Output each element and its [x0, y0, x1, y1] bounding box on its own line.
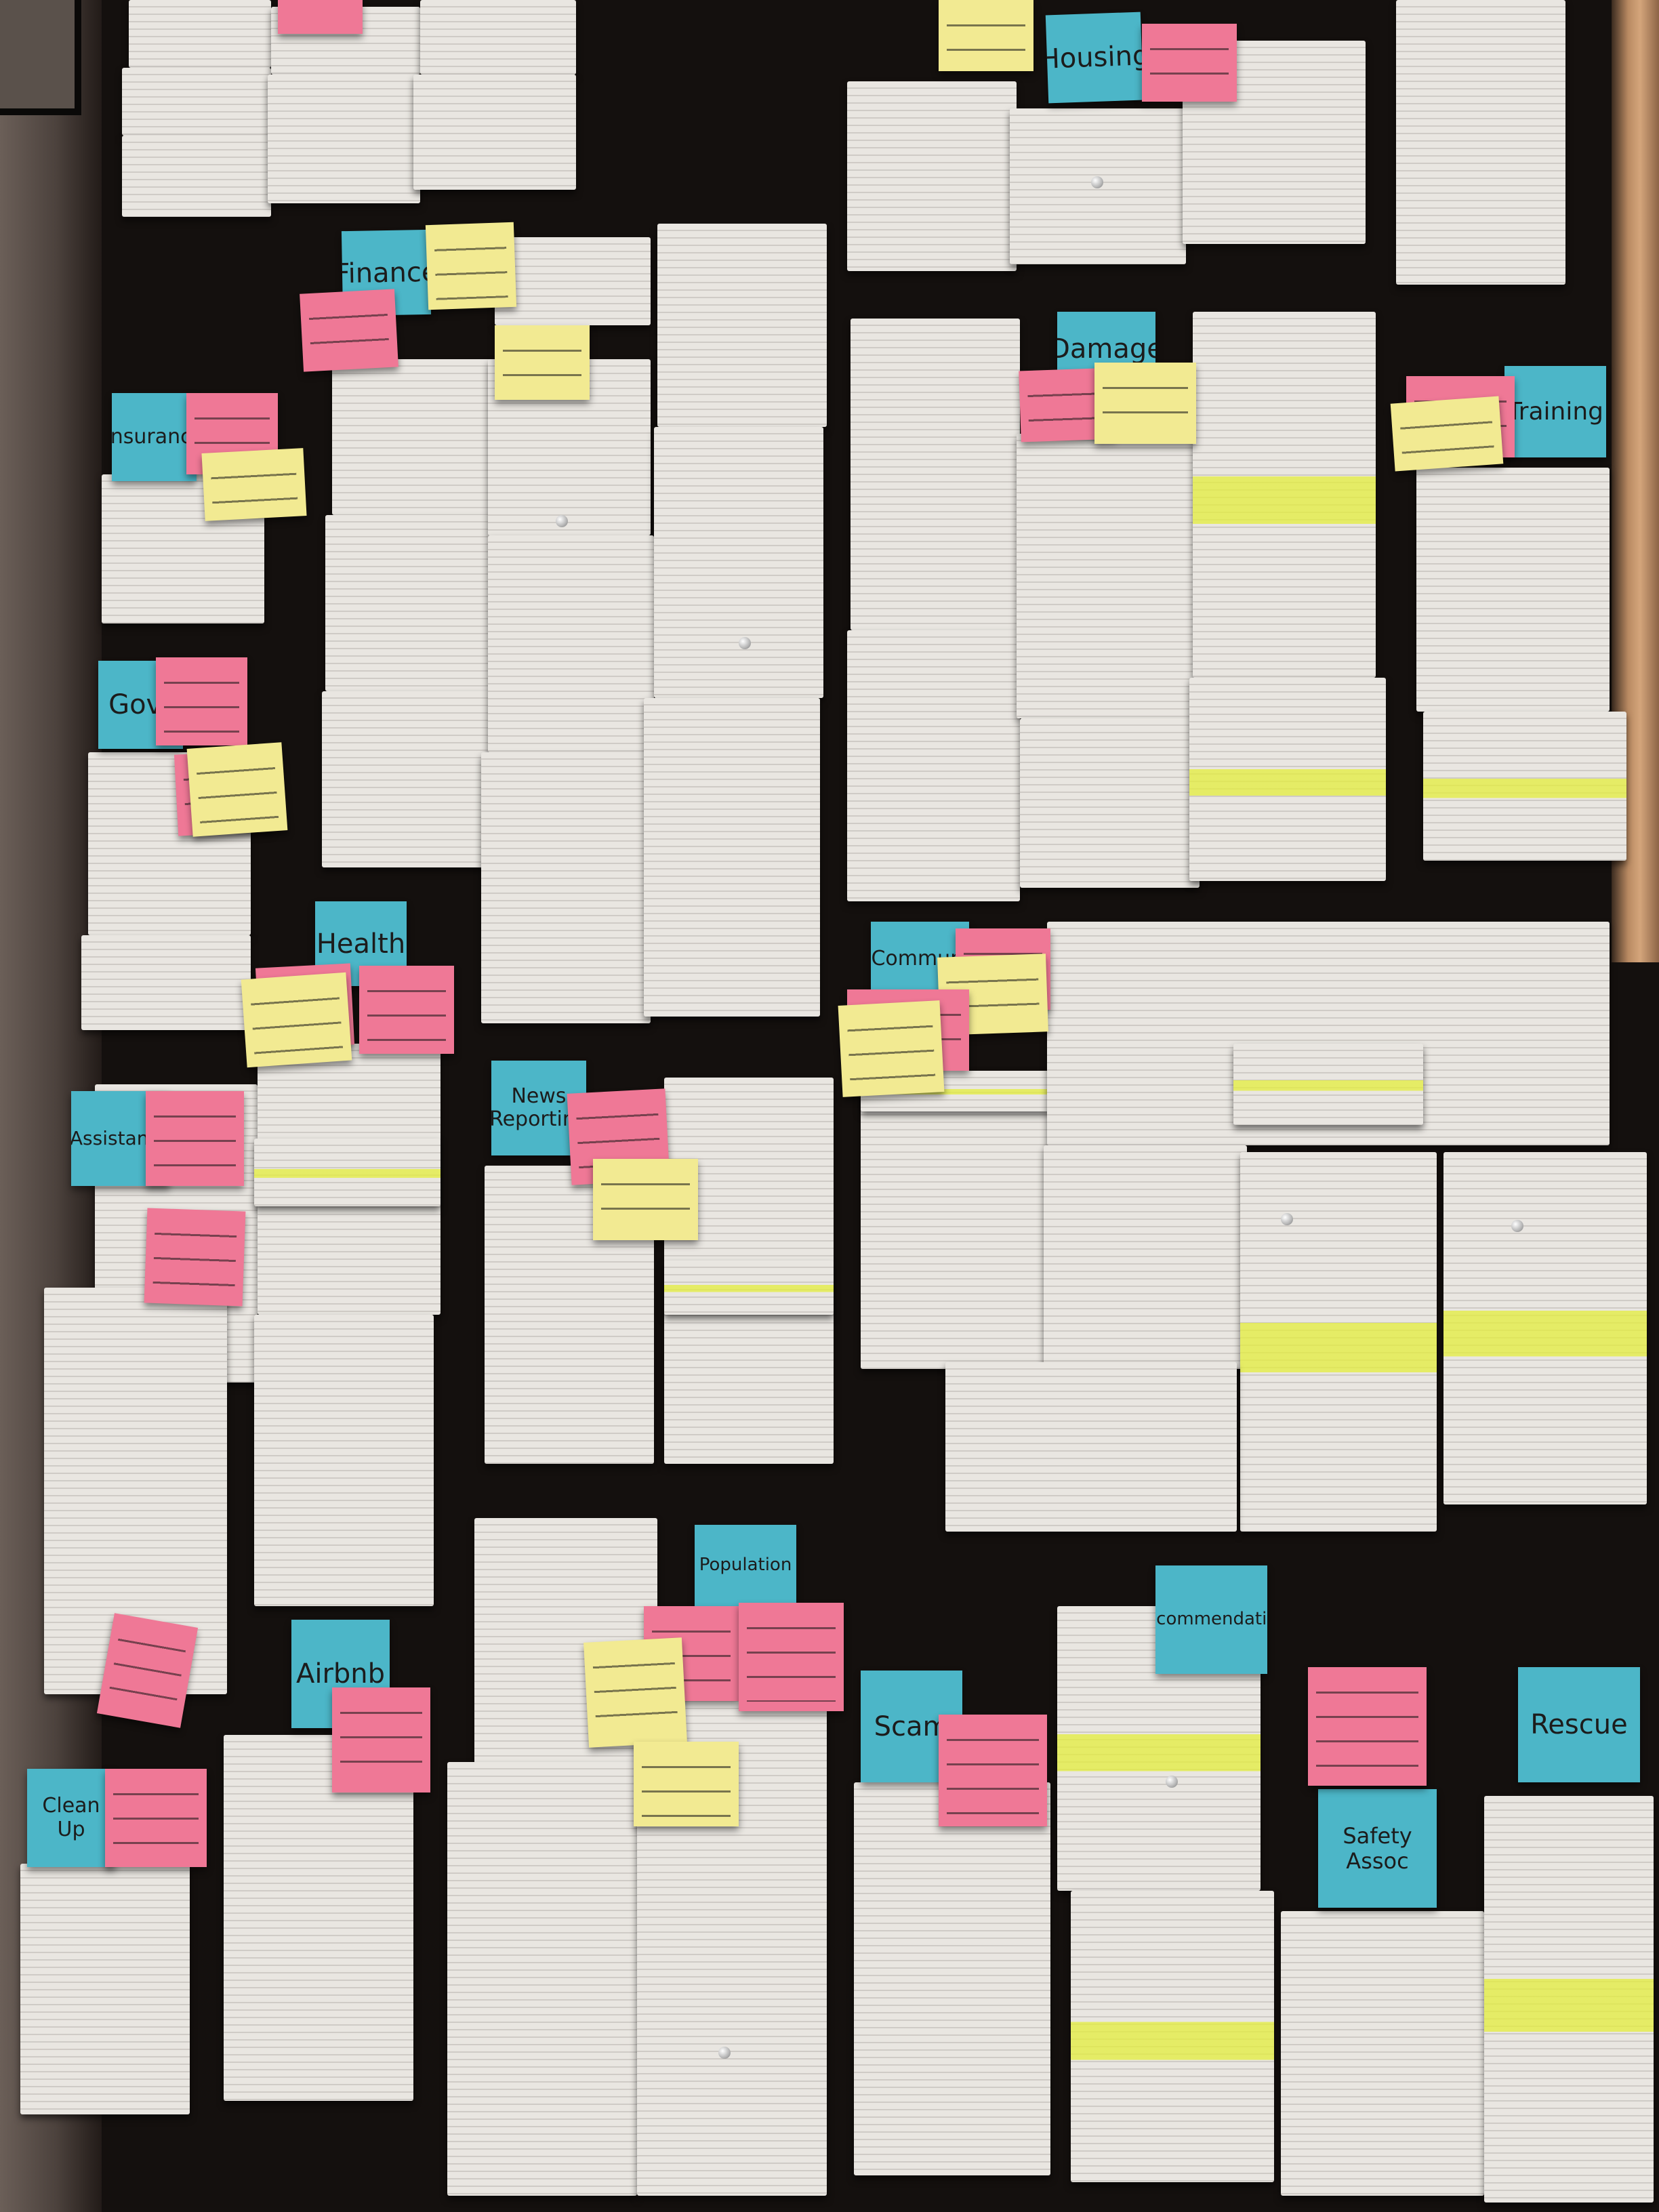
transcript-card [254, 1139, 441, 1206]
observation-note [1308, 1667, 1427, 1786]
transcript-card [945, 1362, 1237, 1532]
observation-note [278, 0, 363, 34]
transcript-card [325, 515, 491, 691]
transcript-card [1044, 1145, 1247, 1369]
observation-note [1142, 24, 1237, 102]
observation-note [332, 1687, 430, 1793]
transcript-card [81, 935, 251, 1030]
transcript-card [664, 1261, 834, 1315]
transcript-card [447, 1762, 637, 2196]
transcript-card [129, 0, 271, 68]
transcript-card [332, 359, 495, 515]
transcript-card [861, 1071, 1050, 1369]
transcript-card [224, 1735, 413, 2101]
transcript-card [1240, 1152, 1437, 1532]
transcript-card [268, 75, 420, 203]
transcript-card [1071, 1891, 1274, 2182]
category-note-rescue: Rescue [1518, 1667, 1640, 1782]
observation-note [1390, 396, 1504, 472]
transcript-card [1443, 1152, 1647, 1504]
transcript-card [1416, 468, 1610, 712]
observation-note [425, 222, 517, 310]
push-pin [1281, 1213, 1293, 1225]
category-note-recommendation: Recommendation [1155, 1565, 1267, 1674]
transcript-card [1020, 718, 1200, 888]
transcript-card [1233, 1044, 1423, 1125]
transcript-card [122, 136, 271, 217]
transcript-card [847, 630, 1020, 901]
transcript-card [322, 691, 491, 867]
transcript-card [495, 237, 651, 325]
transcript-card [481, 752, 651, 1023]
transcript-card [20, 1864, 190, 2114]
observation-note [739, 1603, 844, 1711]
transcript-card [1189, 678, 1386, 881]
transcript-card [1423, 712, 1626, 861]
observation-note [201, 448, 307, 521]
push-pin [556, 515, 568, 527]
observation-note [939, 0, 1033, 71]
observation-note [838, 1000, 945, 1097]
observation-note [300, 289, 398, 372]
category-note-training: Training [1504, 366, 1606, 457]
category-note-population: Population [695, 1525, 796, 1606]
observation-note [593, 1159, 698, 1240]
observation-note [634, 1742, 739, 1826]
transcript-card [1193, 312, 1376, 678]
push-pin [1511, 1220, 1523, 1232]
observation-note [583, 1637, 687, 1748]
transcript-card [847, 81, 1017, 271]
transcript-card [654, 427, 823, 698]
transcript-card [644, 698, 820, 1017]
transcript-card [1017, 434, 1196, 718]
transcript-card [1396, 0, 1565, 285]
push-pin [739, 637, 751, 649]
transcript-card [413, 75, 576, 190]
category-note-housing: Housing [1045, 12, 1144, 104]
transcript-card [488, 535, 654, 752]
transcript-card [420, 0, 576, 75]
category-note-safety-assoc: Safety Assoc [1318, 1789, 1437, 1908]
observation-note [241, 972, 352, 1068]
category-note-cleanup: Clean Up [27, 1769, 115, 1867]
observation-note [939, 1715, 1047, 1826]
observation-note [146, 1091, 244, 1186]
observation-note [144, 1208, 246, 1307]
observation-note [96, 1613, 199, 1728]
push-pin [1091, 176, 1103, 188]
observation-note [105, 1769, 207, 1867]
transcript-card [851, 319, 1020, 630]
observation-note [359, 966, 454, 1054]
observation-note [1094, 363, 1196, 444]
push-pin [718, 2047, 731, 2059]
transcript-card [854, 1782, 1050, 2175]
picture-frame-corner [0, 0, 81, 115]
push-pin [1166, 1776, 1178, 1788]
transcript-card [1281, 1911, 1484, 2196]
observation-note [495, 325, 590, 400]
transcript-card [1484, 1796, 1654, 2203]
observation-note [186, 742, 288, 837]
transcript-card [657, 224, 827, 427]
transcript-card [254, 1315, 434, 1606]
category-note-insurance: Insurance [112, 393, 197, 481]
transcript-card [122, 68, 271, 136]
observation-note [156, 657, 247, 745]
